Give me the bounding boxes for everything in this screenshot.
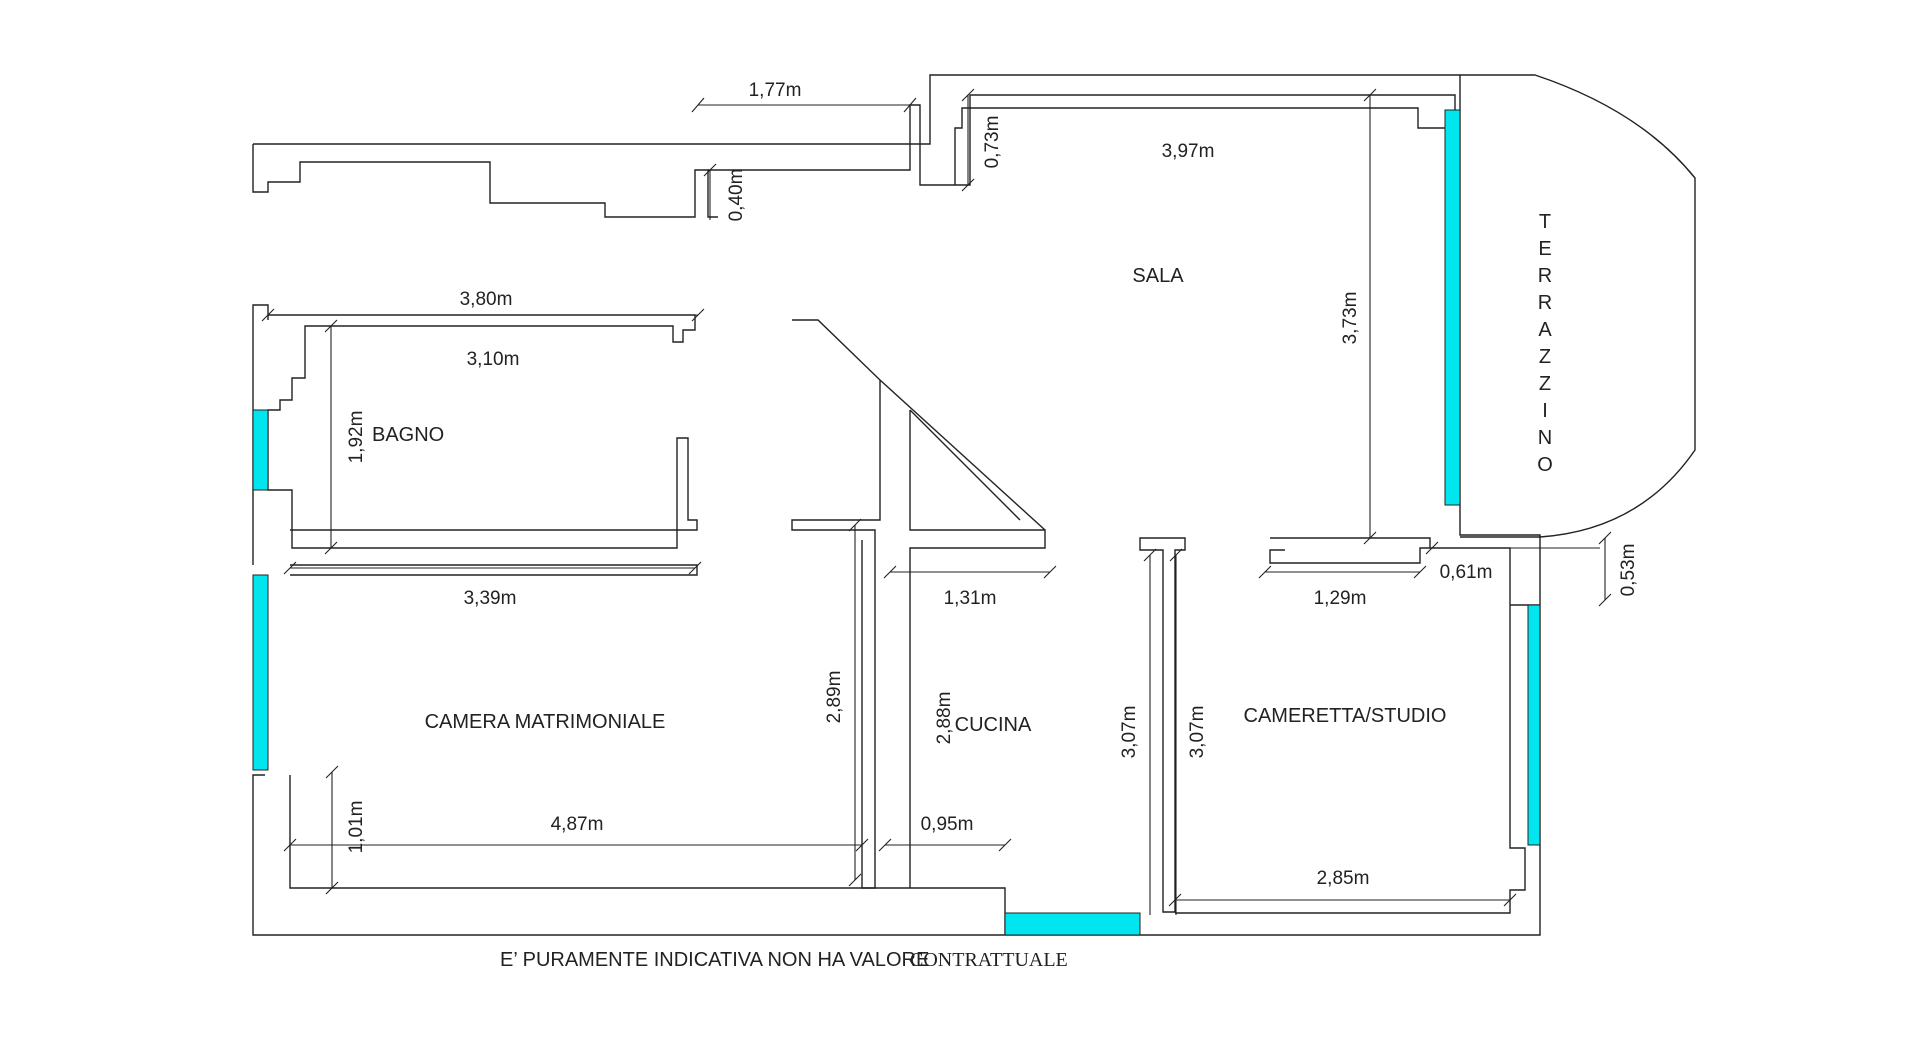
dim-073: 0,73m <box>982 116 1003 169</box>
note-part-2: CONTRATTUALE <box>910 949 1068 971</box>
room-cucina: CUCINA <box>955 714 1032 736</box>
window-kitchen <box>1004 912 1141 936</box>
window-bedroom <box>252 574 269 771</box>
room-bagno: BAGNO <box>372 424 444 446</box>
dim-397: 3,97m <box>1162 141 1215 162</box>
dim-177: 1,77m <box>749 80 802 101</box>
walls <box>252 74 1696 936</box>
dim-288: 2,88m <box>934 692 955 745</box>
dim-373: 3,73m <box>1340 292 1361 345</box>
terrazzino-letter: I <box>1542 400 1548 422</box>
dim-310: 3,10m <box>467 349 520 370</box>
dim-061: 0,61m <box>1440 562 1493 583</box>
dim-285: 2,85m <box>1317 868 1370 889</box>
dim-289: 2,89m <box>824 671 845 724</box>
kitchen-partition <box>791 319 1046 889</box>
dimension-ticks <box>261 88 1612 907</box>
dim-129: 1,29m <box>1314 588 1367 609</box>
top-corridor <box>708 94 1456 186</box>
dim-101: 1,01m <box>346 801 367 854</box>
room-camera-matrimoniale: CAMERA MATRIMONIALE <box>425 711 666 733</box>
room-labels: SALA BAGNO CAMERA MATRIMONIALE CUCINA CA… <box>372 211 1553 736</box>
dim-095: 0,95m <box>921 814 974 835</box>
terrazzino-letter: R <box>1538 265 1552 287</box>
terrazzino-letter: R <box>1538 292 1552 314</box>
terrazzino-letter: Z <box>1539 373 1551 395</box>
dimension-labels: 1,77m 0,40m 0,73m 3,97m 3,73m 3,80m 3,10… <box>346 80 1639 889</box>
room-terrazzino: T E R R A Z Z I N O <box>1537 211 1553 476</box>
terrazzino-letter: N <box>1538 427 1552 449</box>
top-left-facade <box>252 144 718 218</box>
cameretta-walls <box>1139 537 1540 914</box>
dimension-lines <box>261 88 1612 915</box>
bathroom-walls <box>267 314 698 549</box>
dim-131: 1,31m <box>944 588 997 609</box>
disclaimer-note: E’ PURAMENTE INDICATIVA NON HA VALORE CO… <box>500 949 1068 971</box>
dim-307b: 3,07m <box>1187 706 1208 759</box>
window-sala <box>1444 109 1461 506</box>
room-sala: SALA <box>1132 265 1184 287</box>
terrazzino-letter: T <box>1539 211 1551 233</box>
window-bathroom <box>252 409 269 491</box>
terrazzino-outline <box>1460 74 1696 538</box>
dim-380: 3,80m <box>460 289 513 310</box>
terrazzino-letter: Z <box>1539 346 1551 368</box>
dim-053: 0,53m <box>1618 544 1639 597</box>
dim-040: 0,40m <box>726 169 747 222</box>
outer-wall <box>252 74 1541 936</box>
dim-192: 1,92m <box>346 411 367 464</box>
terrazzino-letter: E <box>1538 238 1551 260</box>
bedroom-walls <box>289 564 1006 935</box>
window-cameretta <box>1527 604 1541 846</box>
terrazzino-letter: O <box>1537 454 1553 476</box>
room-cameretta-studio: CAMERETTA/STUDIO <box>1244 705 1447 727</box>
dim-487: 4,87m <box>551 814 604 835</box>
dim-339: 3,39m <box>464 588 517 609</box>
terrazzino-letter: A <box>1538 319 1552 341</box>
note-part-1: E’ PURAMENTE INDICATIVA NON HA VALORE <box>500 949 929 971</box>
dim-307a: 3,07m <box>1119 706 1140 759</box>
